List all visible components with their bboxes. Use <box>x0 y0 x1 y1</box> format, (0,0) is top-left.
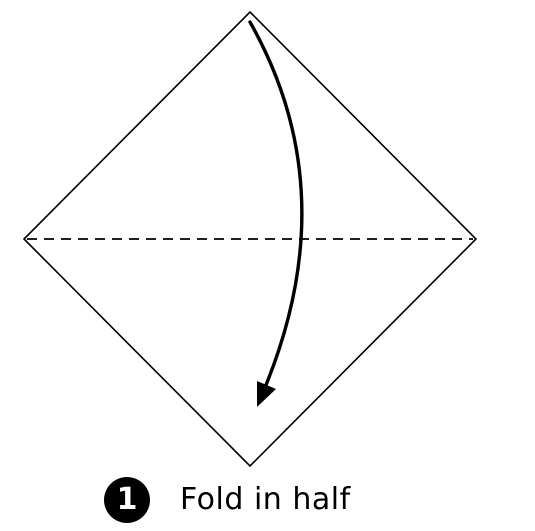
paper-square-diamond <box>22 10 478 468</box>
step-instruction: Fold in half <box>180 482 351 517</box>
step-number-badge: 1 <box>104 477 150 523</box>
curved-down-arrow-icon <box>248 20 304 407</box>
step-caption: 1 Fold in half <box>104 477 351 523</box>
